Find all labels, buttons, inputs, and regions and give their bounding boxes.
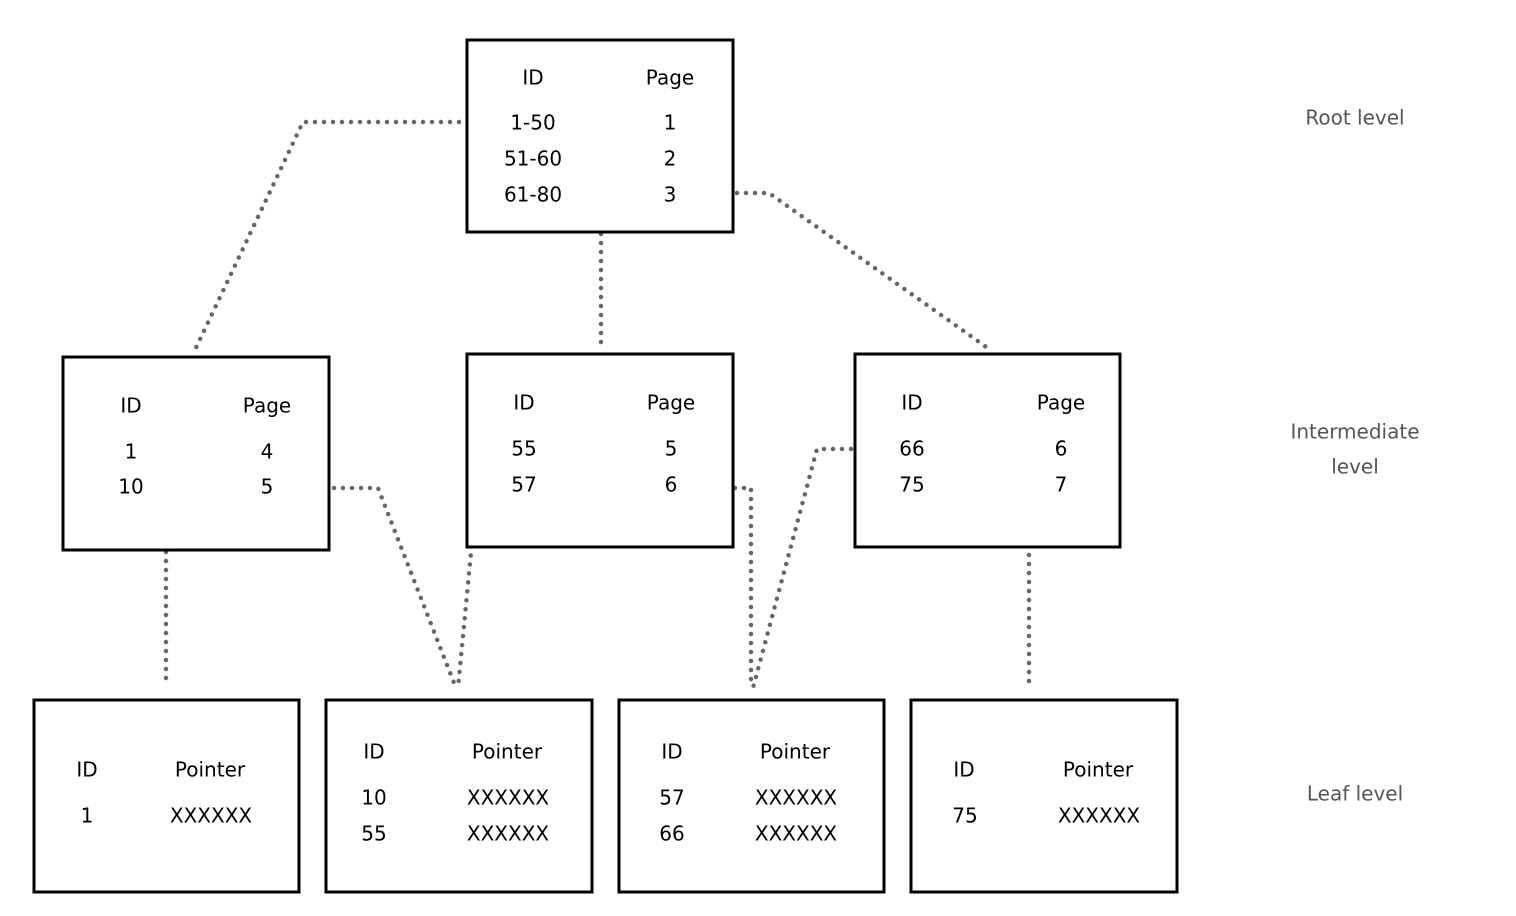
intermediate-node-1-box	[61, 355, 331, 552]
root-row-page: 1	[664, 111, 677, 135]
intermediate-row-page: 4	[261, 440, 274, 464]
root-row-page: 2	[664, 147, 677, 171]
intermediate-row-id: 75	[899, 473, 924, 497]
intermediate-level-label-line-1: Intermediate	[1290, 420, 1419, 444]
leaf-header-pointer: Pointer	[175, 758, 246, 782]
leaf-row-id: 10	[361, 786, 386, 810]
leaf-node-2-box	[324, 698, 594, 894]
leaf-node-4: ID Pointer 75 XXXXXX	[909, 698, 1179, 894]
intermediate-node-3: ID Page 66 6 75 7	[853, 352, 1122, 549]
leaf-header-pointer: Pointer	[472, 740, 543, 764]
intermediate-row-id: 10	[118, 475, 143, 499]
leaf-node-1: ID Pointer 1 XXXXXX	[32, 698, 301, 894]
leaf-row-pointer: XXXXXX	[467, 822, 550, 846]
intermediate-row-page: 6	[665, 473, 678, 497]
leaf-node-3: ID Pointer 57 XXXXXX 66 XXXXXX	[617, 698, 886, 894]
intermediate-node-2-box	[465, 352, 735, 549]
intermediate-row-id: 66	[899, 437, 924, 461]
intermediate-row-page: 7	[1055, 473, 1068, 497]
intermediate-header-id: ID	[120, 394, 141, 418]
intermediate-node-1: ID Page 1 4 10 5	[61, 355, 331, 552]
intermediate-header-id: ID	[513, 391, 534, 415]
leaf-level-label: Leaf level	[1307, 782, 1403, 806]
leaf-node-2: ID Pointer 10 XXXXXX 55 XXXXXX	[324, 698, 594, 894]
connector-root-61-80-to-intermediate-3	[698, 190, 992, 352]
intermediate-header-page: Page	[243, 394, 291, 418]
leaf-row-id: 75	[952, 804, 977, 828]
leaf-header-pointer: Pointer	[760, 740, 831, 764]
intermediate-node-2: ID Page 55 5 57 6	[465, 352, 735, 549]
intermediate-row-id: 55	[511, 437, 536, 461]
intermediate-header-page: Page	[647, 391, 695, 415]
intermediate-row-page: 5	[261, 475, 274, 499]
intermediate-row-page: 6	[1055, 437, 1068, 461]
intermediate-row-page: 5	[665, 437, 678, 461]
root-header-page: Page	[646, 66, 694, 90]
root-node-box	[465, 38, 735, 234]
intermediate-level-label-line-2: level	[1331, 455, 1379, 479]
root-row-id: 61-80	[504, 183, 562, 207]
leaf-header-id: ID	[76, 758, 97, 782]
intermediate-header-page: Page	[1037, 391, 1085, 415]
leaf-row-id: 66	[659, 822, 684, 846]
connector-id-57-to-leaf-3	[678, 485, 754, 691]
root-row-id: 1-50	[510, 111, 555, 135]
level-labels: Root level Intermediate level Leaf level	[1290, 106, 1419, 806]
leaf-row-id: 1	[81, 804, 94, 828]
leaf-node-4-box	[909, 698, 1179, 894]
leaf-row-pointer: XXXXXX	[755, 822, 838, 846]
leaf-node-3-box	[617, 698, 886, 894]
leaf-row-id: 55	[361, 822, 386, 846]
root-node: ID Page 1-50 1 51-60 2 61-80 3	[465, 38, 735, 234]
leaf-row-pointer: XXXXXX	[755, 786, 838, 810]
root-row-page: 3	[664, 183, 677, 207]
intermediate-node-3-box	[853, 352, 1122, 549]
leaf-row-pointer: XXXXXX	[1058, 804, 1141, 828]
leaf-header-pointer: Pointer	[1063, 758, 1134, 782]
intermediate-header-id: ID	[901, 391, 922, 415]
root-row-id: 51-60	[504, 147, 562, 171]
root-header-id: ID	[522, 66, 543, 90]
intermediate-row-id: 57	[511, 473, 536, 497]
connector-id-10-to-leaf-2	[277, 485, 459, 691]
root-level-label: Root level	[1305, 106, 1404, 130]
leaf-node-1-box	[32, 698, 301, 894]
leaf-header-id: ID	[953, 758, 974, 782]
leaf-row-id: 57	[659, 786, 684, 810]
leaf-header-id: ID	[363, 740, 384, 764]
leaf-header-id: ID	[661, 740, 682, 764]
leaf-row-pointer: XXXXXX	[467, 786, 550, 810]
connector-root-1-50-to-page-4	[191, 119, 498, 355]
intermediate-row-id: 1	[125, 440, 138, 464]
leaf-row-pointer: XXXXXX	[170, 804, 253, 828]
